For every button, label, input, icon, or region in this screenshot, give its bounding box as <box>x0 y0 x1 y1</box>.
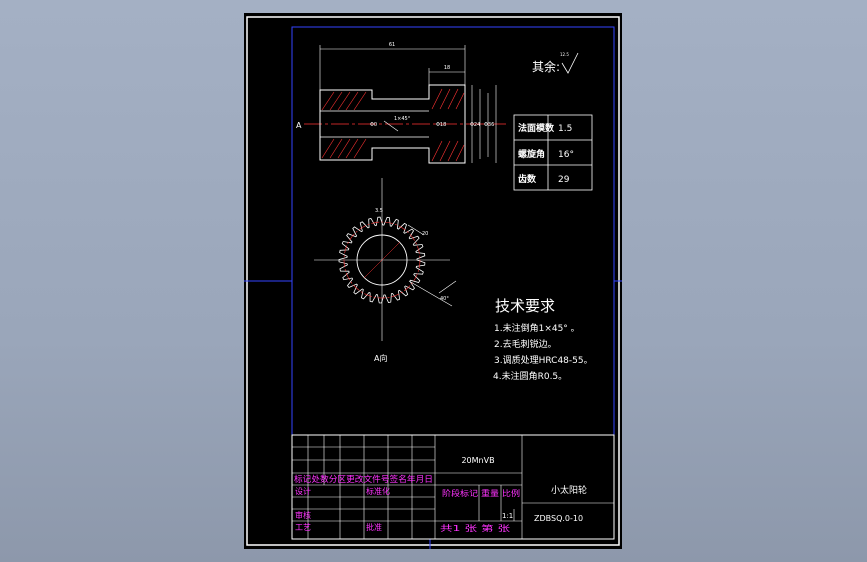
row-approve-label: 批准 <box>366 522 382 532</box>
dim-d-left: Φ0 <box>370 122 377 128</box>
param-value-teeth: 29 <box>558 175 570 185</box>
param-table: 法面模数 1.5 螺旋角 16° 齿数 29 <box>513 114 593 191</box>
row-process-label: 工艺 <box>295 523 311 532</box>
roughness-note: 其余: 12.5 <box>532 52 579 74</box>
stage-labels-text: 阶段标记 重量 比例 <box>442 488 520 498</box>
dim-pitch: 20 <box>422 231 428 237</box>
row-standard-label: 标准化 <box>366 486 390 496</box>
row-review-label: 审核 <box>295 510 311 520</box>
dim-hub-length: 18 <box>444 65 450 71</box>
material-text: 20MnVB <box>461 456 494 465</box>
dim-overall-length: 61 <box>389 42 395 48</box>
view-label: A向 <box>374 353 387 363</box>
gear-tooth-profile <box>338 216 426 304</box>
dim-chamfer: 1×45° <box>394 116 411 122</box>
tech-title: 技术要求 <box>495 297 555 315</box>
roughness-value: 12.5 <box>560 52 569 57</box>
param-name-helix: 螺旋角 <box>518 148 545 160</box>
tech-requirements: 技术要求 1.未注倒角1×45° 。 2.去毛刺锐边。 3.调质处理HRC48-… <box>493 297 593 382</box>
sheets-text: 共1 张 第 张 <box>440 523 510 533</box>
scale-text: 1:1 <box>502 512 513 520</box>
drawing-viewport[interactable]: 61 18 1×45° Φ0 Φ18 Φ24 Φ36 A 其余: 12.5 法面… <box>244 13 622 549</box>
gear-teeth <box>338 216 426 304</box>
tech-item-4: 4.未注圆角R0.5。 <box>493 370 567 382</box>
param-value-module: 1.5 <box>558 124 572 134</box>
sheet-border <box>246 16 620 546</box>
param-value-helix: 16° <box>558 150 574 160</box>
drawing-number-text: ZDBSQ.0-10 <box>534 514 583 523</box>
row-design-label: 设计 <box>295 486 311 496</box>
end-view-gear: 3.5 20 40° A向 <box>314 178 457 363</box>
tech-item-3: 3.调质处理HRC48-55。 <box>494 354 593 366</box>
part-name-text: 小太阳轮 <box>551 484 587 496</box>
param-name-teeth: 齿数 <box>518 173 537 185</box>
cad-drawing: 61 18 1×45° Φ0 Φ18 Φ24 Φ36 A 其余: 12.5 法面… <box>244 16 622 549</box>
dim-d-flange: Φ36 <box>484 122 494 128</box>
tech-item-2: 2.去毛刺锐边。 <box>494 338 557 350</box>
title-block: 20MnVB 小太阳轮 ZDBSQ.0-10 标记处数分区更改文件号签名年月日 … <box>291 434 615 540</box>
section-hatch <box>321 88 465 162</box>
dim-tooth-angle: 40° <box>440 296 449 302</box>
section-marker: A <box>296 121 302 130</box>
section-view: 61 18 1×45° Φ0 Φ18 Φ24 Φ36 A <box>296 42 506 164</box>
param-name-module: 法面模数 <box>518 122 555 134</box>
roughness-label: 其余: <box>532 59 560 74</box>
tech-item-1: 1.未注倒角1×45° 。 <box>494 322 580 334</box>
pitch-circle <box>343 221 421 299</box>
gear-bore <box>356 234 408 286</box>
header-row-text: 标记处数分区更改文件号签名年月日 <box>294 474 433 485</box>
dim-tooth-width: 3.5 <box>375 208 383 214</box>
shaft-outline <box>319 84 466 164</box>
dim-d-right: Φ24 <box>470 122 480 128</box>
dim-d-bore: Φ18 <box>436 122 446 128</box>
roughness-symbol <box>561 52 579 74</box>
